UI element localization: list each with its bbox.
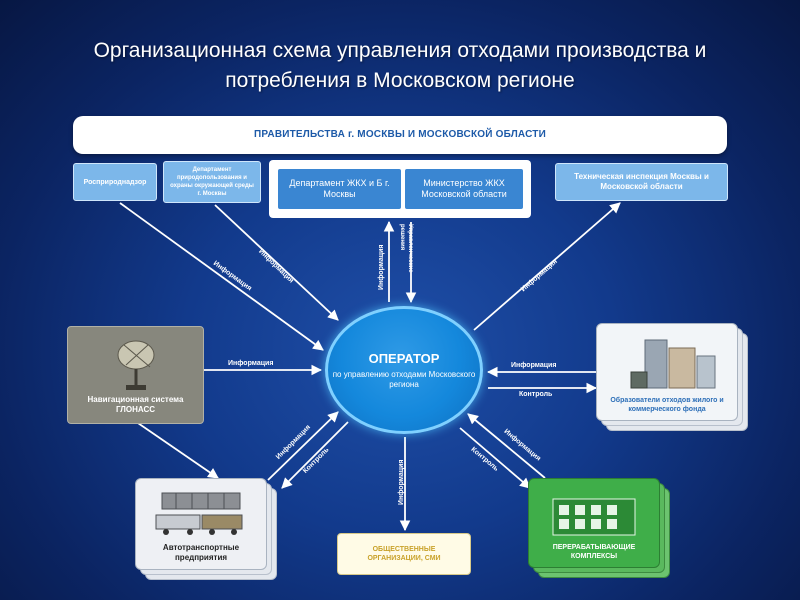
title-line-1: Организационная схема управления отходам… — [93, 39, 707, 62]
label-info-public: Информация — [398, 459, 405, 505]
operator-subtitle: по управлению отходами Московского регио… — [332, 369, 476, 389]
transport-label: Автотранспортные предприятия — [162, 543, 240, 562]
factory-icon — [552, 498, 636, 536]
operator-title: ОПЕРАТОР — [368, 350, 440, 366]
tech-inspection-box: Техническая инспекция Москвы и Московско… — [555, 163, 728, 201]
connector-processing-control — [459, 427, 531, 489]
page-title: Организационная схема управления отходам… — [0, 36, 800, 96]
label-mgmt-down: Управленческие решения — [399, 224, 413, 273]
title-line-2: потребления в Московском регионе — [225, 69, 575, 92]
buildings-icon — [630, 339, 716, 389]
transport-box: Автотранспортные предприятия — [135, 478, 267, 570]
dept-housing-box: Департамент ЖКХ и Б г. Москвы — [278, 169, 401, 209]
processing-box: ПЕРЕРАБАТЫВАЮЩИЕ КОМПЛЕКСЫ — [528, 478, 660, 568]
housing-departments-group: Департамент ЖКХ и Б г. Москвы Министерст… — [269, 160, 531, 218]
waste-producers-box: Образователи отходов жилого и коммерческ… — [596, 323, 738, 421]
glonass-label: Навигационная система ГЛОНАСС — [87, 395, 184, 414]
connector-dept-nature — [214, 204, 339, 321]
operator-node: ОПЕРАТОР по управлению отходами Московск… — [325, 306, 483, 434]
glonass-box: Навигационная система ГЛОНАСС — [67, 326, 204, 424]
connector-processing-info — [467, 413, 546, 479]
label-info-glonass: Информация — [228, 360, 274, 367]
government-box: ПРАВИТЕЛЬСТВА г. МОСКВЫ И МОСКОВСКОЙ ОБЛ… — [73, 116, 727, 154]
connector-glonass-transport — [134, 420, 219, 479]
waste-producers-label: Образователи отходов жилого и коммерческ… — [610, 397, 724, 413]
processing-label: ПЕРЕРАБАТЫВАЮЩИЕ КОМПЛЕКСЫ — [552, 544, 636, 560]
connector-transport-info — [267, 411, 339, 481]
public-orgs-box: ОБЩЕСТВЕННЫЕ ОРГАНИЗАЦИИ, СМИ — [337, 533, 471, 575]
trucks-icon — [155, 492, 243, 535]
rosprirodnadzor-box: Росприроднадзор — [73, 163, 157, 201]
label-info-up: Информация — [378, 244, 385, 290]
connector-transport-control — [281, 421, 349, 489]
label-info-producers: Информация — [511, 362, 557, 369]
dept-nature-box: Департамент природопользования и охраны … — [163, 161, 261, 203]
connector-tech-inspection — [473, 202, 621, 331]
ministry-housing-box: Министерство ЖКХ Московской области — [405, 169, 523, 209]
satellite-dish-icon — [117, 340, 155, 390]
connector-rosprirodnadzor — [119, 202, 324, 351]
label-control-producers: Контроль — [519, 391, 553, 398]
